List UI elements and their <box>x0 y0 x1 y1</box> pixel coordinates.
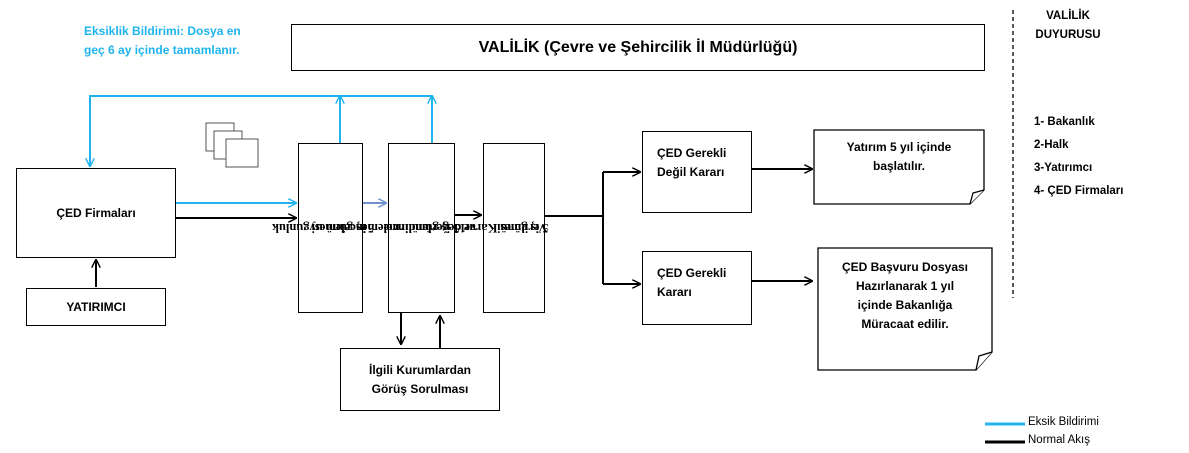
page-title: VALİLİK (Çevre ve Şehircilik İl Müdürlüğ… <box>478 38 798 56</box>
ced-firms-label: ÇED Firmaları <box>56 205 136 220</box>
announcement-list: 1- Bakanlık 2-Halk 3-Yatırımcı 4- ÇED Fi… <box>1034 111 1123 203</box>
list-item: 4- ÇED Firmaları <box>1034 185 1124 197</box>
required-box: ÇED Gerekli Kararı <box>642 251 752 325</box>
list-item: 1- Bakanlık <box>1034 116 1095 128</box>
check-5-days-box <box>298 143 363 313</box>
deficiency-note: Eksiklik Bildirimi: Dosya en geç 6 ay iç… <box>84 24 241 57</box>
application-note: ÇED Başvuru Dosyası Hazırlanarak 1 yıl i… <box>841 260 969 331</box>
investor-label: YATIRIMCI <box>66 299 126 314</box>
legend-item-normal: Normal Akış <box>1028 434 1090 446</box>
institutions-box: İlgili Kurumlardan Görüş Sorulması <box>340 348 500 411</box>
list-item: 3-Yatırımcı <box>1034 162 1093 174</box>
review-15-days-box <box>388 143 455 313</box>
announcement-title: VALİLİK DUYURUSU <box>1035 10 1101 41</box>
note-shapes <box>813 129 993 371</box>
list-item: 2-Halk <box>1034 139 1069 151</box>
documents-icon <box>205 122 259 168</box>
legend-item-deficiency: Eksik Bildirimi <box>1028 416 1099 428</box>
valilik-header: VALİLİK (Çevre ve Şehircilik İl Müdürlüğ… <box>291 24 985 71</box>
investor-box: YATIRIMCI <box>26 288 166 326</box>
decision-5-days-box <box>483 143 545 313</box>
ced-firms-box: ÇED Firmaları <box>16 168 176 258</box>
not-required-box: ÇED Gerekli Değil Kararı <box>642 131 752 213</box>
start-note: Yatırım 5 yıl içinde başlatılır. <box>846 140 952 173</box>
deficiency-loop <box>90 95 432 203</box>
normal-flow <box>96 169 812 348</box>
